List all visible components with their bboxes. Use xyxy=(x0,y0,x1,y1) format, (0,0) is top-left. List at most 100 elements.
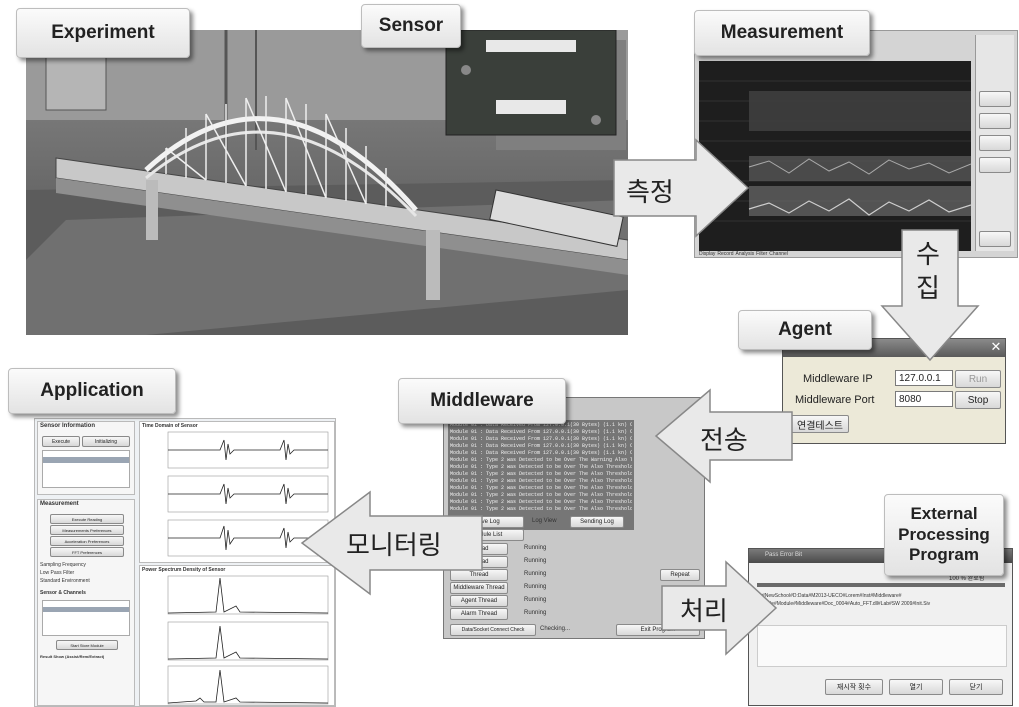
process-arrow xyxy=(661,560,778,656)
collect-arrow-label-1: 수 xyxy=(916,240,940,270)
thread-status: Running xyxy=(524,558,547,564)
measurement-side-button-3[interactable] xyxy=(979,135,1011,151)
measure-arrow-label: 측정 xyxy=(626,178,674,208)
close-icon[interactable]: ✕ xyxy=(990,339,1002,354)
start-store-module-button[interactable]: Start Store Module xyxy=(56,640,118,650)
section-title: Sensor & Channels xyxy=(40,590,86,596)
middleware-label: Middleware xyxy=(398,378,566,424)
data-socket-check-button[interactable]: Data/Socket Connect Check xyxy=(450,624,536,636)
measurement-tab[interactable]: Analysis xyxy=(735,251,755,257)
measurement-side-button-2[interactable] xyxy=(979,113,1011,129)
measurement-side-button-4[interactable] xyxy=(979,157,1011,173)
process-arrow-label: 처리 xyxy=(680,597,728,627)
measurement-window: Display Record Analysis Filter Channel xyxy=(694,30,1018,258)
repeat-button[interactable]: Repeat xyxy=(660,569,700,581)
log-view-checkbox[interactable]: Log View xyxy=(532,518,557,524)
sensor-information-section: Sensor Information Execute Initializing xyxy=(37,421,135,495)
external-output xyxy=(757,625,1007,667)
thread-status: Running xyxy=(524,597,547,603)
execute-reading-button[interactable]: Execute Reading xyxy=(50,514,124,524)
measurement-plot xyxy=(699,61,972,251)
measurement-section: Measurement Execute Reading Measurements… xyxy=(37,499,135,706)
log-line: Module 01 : Type 2 was Detected to be Ov… xyxy=(450,506,632,512)
transmit-arrow-label: 전송 xyxy=(700,426,748,456)
time-domain-section: Time Domain of Sensor xyxy=(139,421,335,563)
monitor-arrow xyxy=(300,490,483,596)
section-title: Result Show (Assist/Rem/Extract) xyxy=(40,654,105,659)
log-line: Module 01 : Type 2 was Detected to be Ov… xyxy=(450,464,632,470)
close-button[interactable]: 닫기 xyxy=(949,679,1003,695)
external-path-line: C:#NewSchool#D:Data#M2013-UECO#Lorem#Ins… xyxy=(757,593,902,599)
thread-button[interactable]: Alarm Thread xyxy=(450,608,508,620)
middleware-port-label: Middleware Port xyxy=(795,394,875,406)
log-line: Module 01 : Data Received From 127.0.0.1… xyxy=(450,429,632,435)
measurement-tab[interactable]: Record xyxy=(717,251,734,257)
external-title: Pass Error Bit xyxy=(765,552,803,558)
experiment-photo xyxy=(26,30,628,335)
psd-section: Power Spectrum Density of Sensor xyxy=(139,565,335,706)
thread-status: Running xyxy=(524,571,547,577)
external-progress-text: 100 % 완료됨 xyxy=(949,576,985,582)
psd-plot xyxy=(167,575,329,705)
transmit-arrow xyxy=(654,388,793,484)
measure-arrow xyxy=(613,138,750,238)
middleware-port-field[interactable]: 8080 xyxy=(895,391,953,407)
collect-arrow-label-2: 집 xyxy=(916,274,940,304)
execute-button[interactable]: Execute xyxy=(42,436,80,447)
log-line: Module 01 : Data Received From 127.0.0.1… xyxy=(450,436,632,442)
measurement-side-button-1[interactable] xyxy=(979,91,1011,107)
external-progress-bar xyxy=(757,583,1005,587)
external-path-line: Sample#Module#Middleware#Doc_0004#Auto_F… xyxy=(757,601,931,607)
measurement-tab[interactable]: Filter xyxy=(756,251,768,257)
log-line: Module 01 : Type 2 was Detected to be Ov… xyxy=(450,492,632,498)
middleware-status-text: Checking... xyxy=(540,626,571,632)
measurement-label: Measurement xyxy=(694,10,870,56)
measurement-tab-bar: Display Record Analysis Filter Channel xyxy=(699,251,971,257)
log-line: Module 01 : Data Received From 127.0.0.1… xyxy=(450,450,632,456)
setting-row: Low Pass Filter xyxy=(40,570,75,576)
stop-button[interactable]: Stop xyxy=(955,391,1001,409)
sending-log-button[interactable]: Sending Log xyxy=(570,516,624,528)
middleware-ip-label: Middleware IP xyxy=(803,373,873,385)
middleware-ip-field[interactable]: 127.0.0.1 xyxy=(895,370,953,386)
initializing-button[interactable]: Initializing xyxy=(82,436,130,447)
external-processing-label: External Processing Program xyxy=(884,494,1004,576)
connection-test-button[interactable]: 연결테스트 xyxy=(791,415,849,433)
sensor-label: Sensor xyxy=(361,4,461,48)
section-title: Measurement xyxy=(40,501,79,507)
thread-button[interactable]: Middleware Thread xyxy=(450,582,508,594)
setting-row: Sampling Frequency xyxy=(40,562,86,568)
setting-row: Standard Environment xyxy=(40,578,90,584)
restart-button[interactable]: 재시작 횟수 xyxy=(825,679,883,695)
sensor-table xyxy=(42,450,130,488)
section-title: Sensor Information xyxy=(40,423,96,429)
monitor-arrow-label: 모니터링 xyxy=(346,531,442,561)
measurements-preferences-button[interactable]: Measurements Preferences xyxy=(50,525,124,535)
channel-list[interactable] xyxy=(42,600,130,636)
log-line: Module 01 : Type 2 was Detected to be Ov… xyxy=(450,478,632,484)
log-line: Module 01 : Type 2 was Detected to be Ov… xyxy=(450,471,632,477)
measurement-waveform xyxy=(699,80,972,222)
application-label: Application xyxy=(8,368,176,414)
measurement-tab[interactable]: Channel xyxy=(769,251,788,257)
measurement-tab[interactable]: Display xyxy=(699,251,716,257)
thread-status: Running xyxy=(524,610,547,616)
log-line: Module 01 : Data Received From 127.0.0.1… xyxy=(450,422,632,428)
fft-preferences-button[interactable]: FFT Preferences xyxy=(50,547,124,557)
section-title: Power Spectrum Density of Sensor xyxy=(142,567,226,573)
section-title: Time Domain of Sensor xyxy=(142,423,198,429)
thread-button[interactable]: Agent Thread xyxy=(450,595,508,607)
acceleration-preferences-button[interactable]: Acceleration Preferences xyxy=(50,536,124,546)
run-button[interactable]: Run xyxy=(955,370,1001,388)
thread-status: Running xyxy=(524,545,547,551)
agent-label: Agent xyxy=(738,310,872,350)
measurement-side-button-5[interactable] xyxy=(979,231,1011,247)
thread-status: Running xyxy=(524,584,547,590)
open-button[interactable]: 열기 xyxy=(889,679,943,695)
log-line: Module 01 : Type 2 was Detected to be Ov… xyxy=(450,499,632,505)
log-line: Module 01 : Data Received From 127.0.0.1… xyxy=(450,443,632,449)
log-line: Module 01 : Type 2 was Detected to be Ov… xyxy=(450,457,632,463)
application-window: Sensor Information Execute Initializing … xyxy=(34,418,336,707)
agent-window: ✕ Middleware IP 127.0.0.1 Run Middleware… xyxy=(782,338,1006,444)
middleware-log: Module 01 : Data Received From 127.0.0.1… xyxy=(448,420,634,530)
